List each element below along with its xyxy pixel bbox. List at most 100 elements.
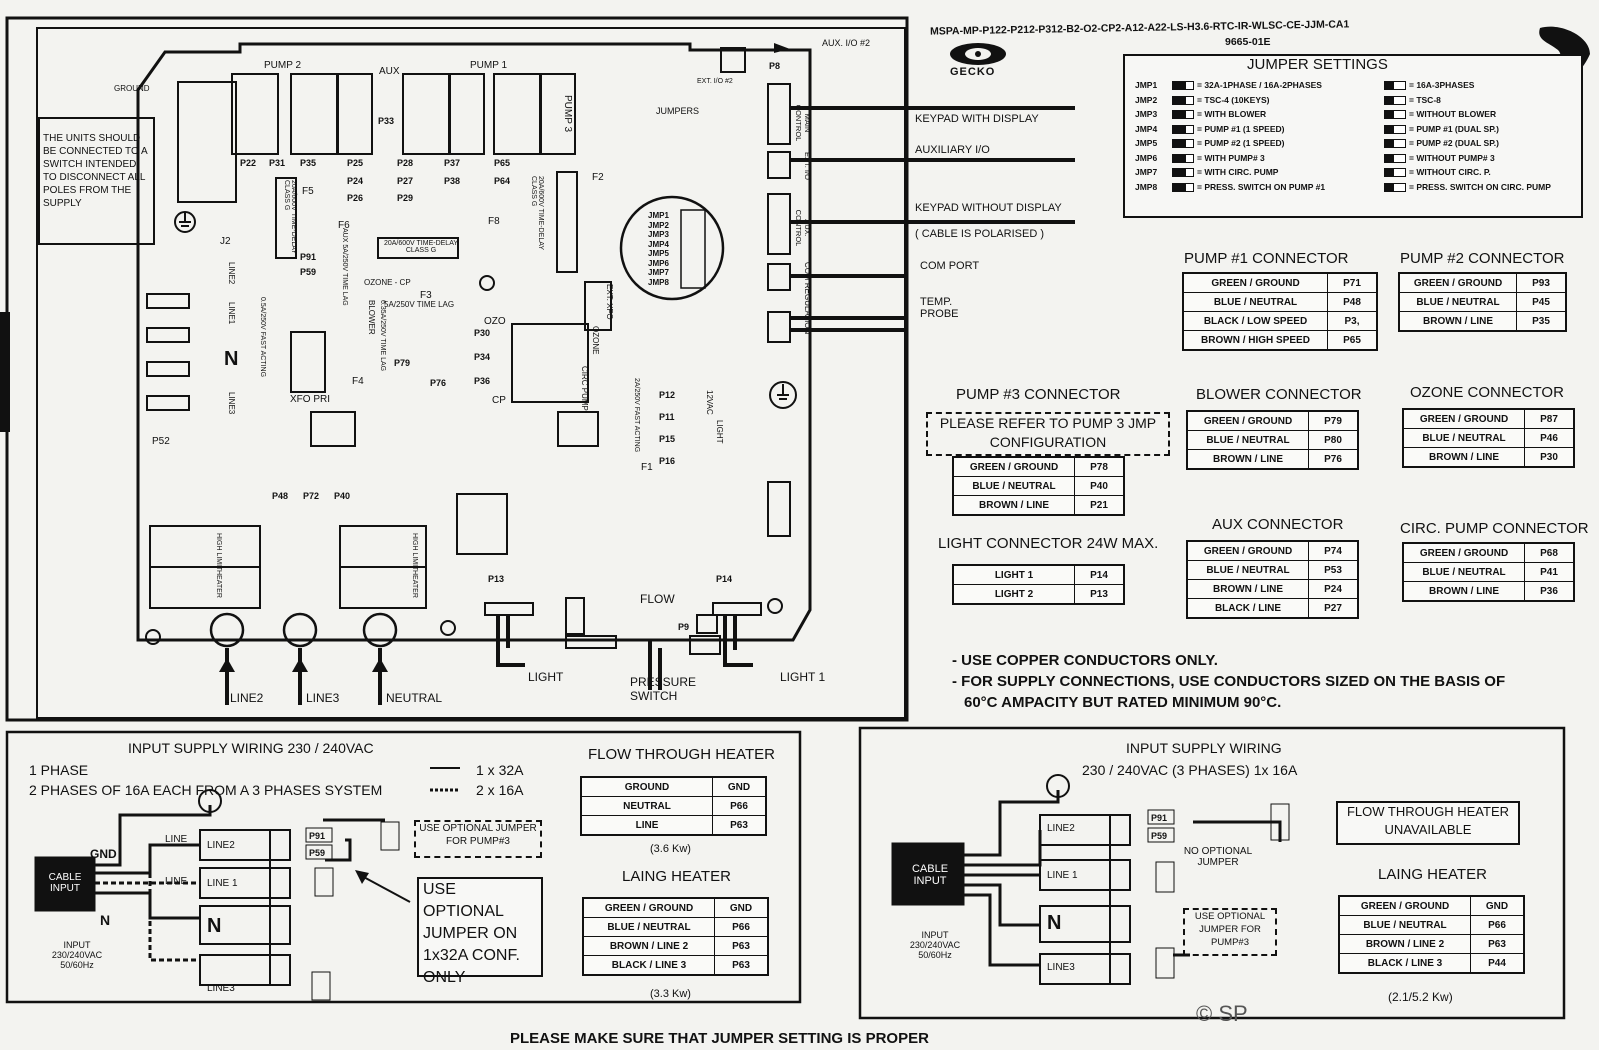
br-n-box: N <box>1047 912 1062 934</box>
disconnect-notice: THE UNITS SHOULD BE CONNECTED TO A SWITC… <box>43 133 148 209</box>
bl-phase2: 2 PHASES OF 16A EACH FROM A 3 PHASES SYS… <box>29 782 383 798</box>
wire-color-cell: BROWN / LINE 2 <box>1338 934 1471 954</box>
pump1-connector-title: PUMP #1 CONNECTOR <box>1184 250 1349 267</box>
jumper-row-off-4: = PUMP #1 (DUAL SP.) <box>1381 124 1577 134</box>
laing-heater-title-right: LAING HEATER <box>1378 866 1487 883</box>
jumper-row-1: JMP1= 32A-1PHASE / 16A-2PHASES <box>1135 80 1322 91</box>
pin-cell: P13 <box>1074 584 1125 605</box>
p28-id: P28 <box>397 158 413 168</box>
p29-id: P29 <box>397 193 413 203</box>
jumper-off-text: = 16A-3PHASES <box>1409 80 1475 90</box>
br-line2: LINE2 <box>1047 823 1075 834</box>
pin-cell: P63 <box>1470 934 1525 954</box>
wire-color-cell: BROWN / LINE <box>1186 579 1309 599</box>
p26-id: P26 <box>347 193 363 203</box>
bl-line-a: LINE <box>165 834 188 845</box>
br-p91: P91 <box>1151 813 1167 823</box>
p11-id: P11 <box>659 412 675 422</box>
p12-id: P12 <box>659 390 675 400</box>
pin-cell: P44 <box>1470 953 1525 974</box>
temp-probe-label: TEMP. PROBE <box>920 296 959 320</box>
wire-color-cell: BLACK / LINE 3 <box>1338 953 1471 974</box>
br-line1: LINE 1 <box>1047 870 1078 881</box>
p22-id: P22 <box>240 158 256 168</box>
p34-id: P34 <box>474 352 490 362</box>
keypad-with-display-label: KEYPAD WITH DISPLAY <box>915 113 1039 125</box>
jumper-off-icon <box>1384 124 1406 134</box>
aux-label: AUX <box>379 66 400 77</box>
pin-cell: P76 <box>1308 449 1359 470</box>
pin-cell: P46 <box>1524 428 1575 448</box>
jmp6-label: JMP6 <box>648 258 669 268</box>
jmp7-label: JMP7 <box>648 268 669 277</box>
p14-id: P14 <box>716 574 732 584</box>
laing-heater-kw-left: (3.3 Kw) <box>650 988 691 1000</box>
wire-color-cell: BLACK / LINE 3 <box>582 955 715 976</box>
wire-color-cell: NEUTRAL <box>580 796 713 816</box>
wire-color-cell: BLUE / NEUTRAL <box>952 476 1075 496</box>
jumper-on-icon <box>1172 153 1194 163</box>
pin-cell: P45 <box>1516 292 1567 312</box>
p30-id: P30 <box>474 328 490 338</box>
bl-n-label: N <box>100 912 111 928</box>
p36-id: P36 <box>474 376 490 386</box>
p27-id: P27 <box>397 176 413 186</box>
f1-label: F1 <box>641 462 653 473</box>
j2-label: J2 <box>220 236 231 247</box>
pin-cell: P40 <box>1074 476 1125 496</box>
p37-id: P37 <box>444 158 460 168</box>
p38-id: P38 <box>444 176 460 186</box>
wire-color-cell: BLUE / NEUTRAL <box>1398 292 1517 312</box>
jumper-id: JMP2 <box>1135 94 1158 105</box>
p79-id: P79 <box>394 358 410 368</box>
f4-label: F4 <box>352 376 364 387</box>
p25-id: P25 <box>347 158 363 168</box>
pin-cell: P63 <box>714 936 769 956</box>
f8-label: F8 <box>488 216 500 227</box>
jumper-row-7: JMP7= WITH CIRC. PUMP <box>1135 167 1278 178</box>
p52-label: P52 <box>152 436 170 447</box>
jumper-row-off-2: = TSC-8 <box>1381 95 1577 105</box>
pin-cell: P36 <box>1524 581 1575 602</box>
p9-id: P9 <box>678 622 689 632</box>
br-cable-input: CABLE INPUT <box>911 863 949 887</box>
jumper-on-icon <box>1172 168 1194 178</box>
aux-io2-label: AUX. I/O #2 <box>822 38 871 48</box>
bl-p59: P59 <box>309 848 325 858</box>
bl-phase1: 1 PHASE <box>29 762 89 778</box>
jmp5-label: JMP5 <box>648 249 669 258</box>
light1-output-label: LIGHT 1 <box>780 670 826 684</box>
wire-color-cell: BROWN / LINE <box>1186 449 1309 470</box>
wire-color-cell: BLUE / NEUTRAL <box>1186 430 1309 450</box>
jumper-off-text: = PUMP #2 (DUAL SP.) <box>1409 138 1499 148</box>
p8-id: P8 <box>769 61 780 71</box>
jumper-on-text: = WITH PUMP# 3 <box>1197 152 1265 163</box>
f5-label: F5 <box>302 186 314 197</box>
pin-cell: P27 <box>1308 598 1359 619</box>
p91-id: P91 <box>300 252 316 262</box>
jumper-row-4: JMP4= PUMP #1 (1 SPEED) <box>1135 124 1284 134</box>
wire-color-cell: BROWN / HIGH SPEED <box>1182 330 1328 351</box>
p33-id: P33 <box>378 116 394 126</box>
wire-color-cell: BROWN / LINE <box>952 495 1075 516</box>
jumper-row-off-7: = WITHOUT CIRC. P. <box>1381 167 1577 178</box>
pin-cell: P63 <box>712 815 767 836</box>
laing-heater-kw-right: (2.1/5.2 Kw) <box>1388 990 1453 1004</box>
